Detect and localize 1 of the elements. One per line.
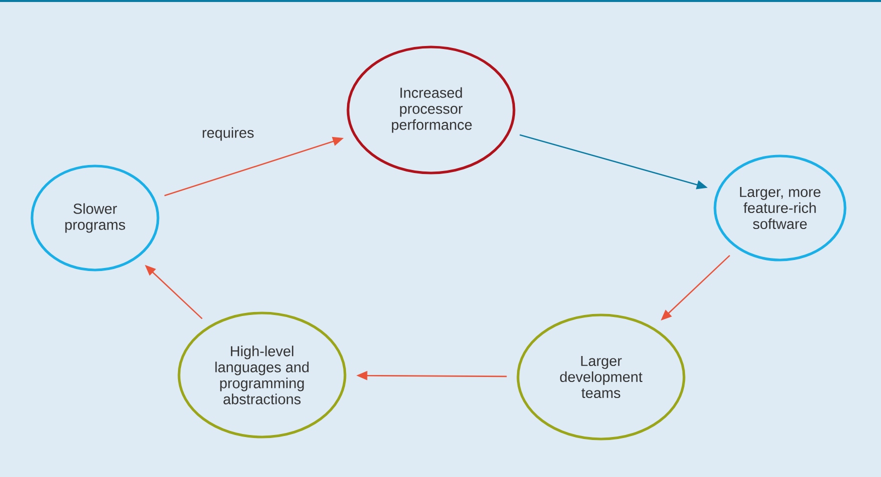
- edge-label: requires: [200, 126, 256, 142]
